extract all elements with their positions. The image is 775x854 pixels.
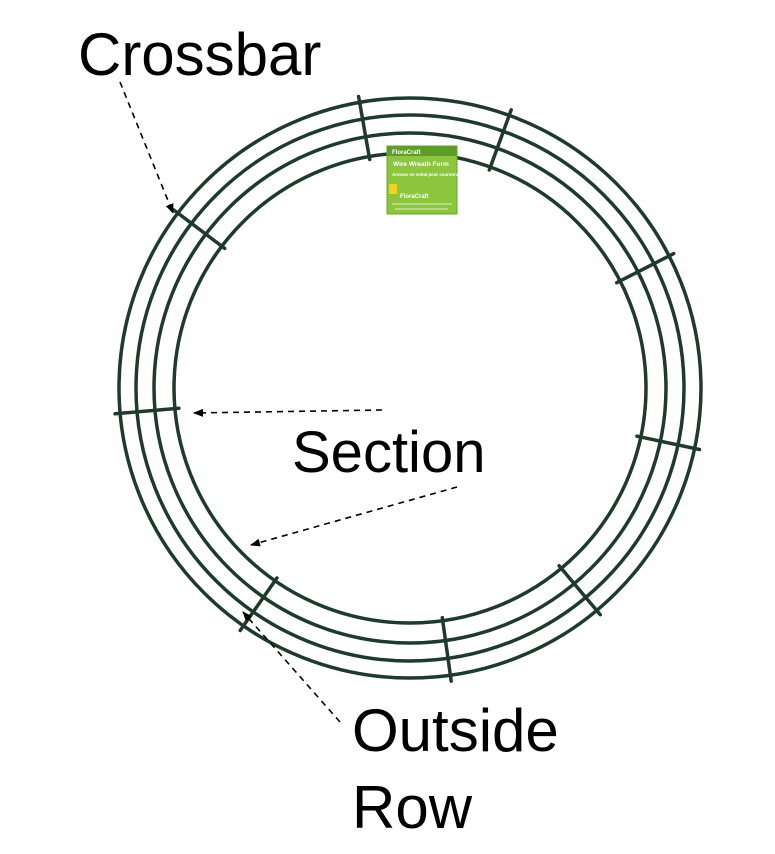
- crossbar-arrow: [119, 81, 174, 214]
- tag-header: [387, 146, 457, 156]
- crossbar-4: [635, 434, 702, 452]
- tag-flower-icon: [389, 184, 397, 194]
- section-arrow-upper: [193, 408, 383, 417]
- ring-second: [134, 113, 686, 663]
- tag-title-fr: Anneau en métal pour couronne: [392, 172, 460, 177]
- outside-row-arrow: [242, 611, 341, 723]
- tag-title: Wire Wreath Form: [393, 161, 449, 168]
- ring-third: [152, 131, 668, 645]
- crossbars: [113, 94, 702, 683]
- tag-brand: FloraCraft: [392, 150, 421, 156]
- ring-outside: [117, 96, 703, 680]
- crossbar-label: Crossbar: [78, 21, 322, 88]
- crossbar-7: [238, 576, 279, 633]
- pointer-arrows: [119, 81, 458, 723]
- crossbar-9: [171, 208, 227, 251]
- section-arrow-lower: [250, 486, 458, 547]
- outside-row-label-line1: Outside: [352, 697, 559, 764]
- tag-brand-big: FloraCraft: [400, 194, 429, 200]
- crossbar-3: [614, 251, 676, 285]
- crossbar-2: [487, 108, 513, 172]
- ring-inside: [172, 151, 648, 625]
- wire-rings: [117, 96, 703, 680]
- crossbar-6: [440, 615, 453, 683]
- crossbar-8: [113, 406, 181, 416]
- tag-card: [386, 145, 458, 215]
- crossbar-1: [356, 94, 372, 162]
- section-label: Section: [292, 420, 486, 485]
- crossbar-5: [557, 563, 603, 617]
- outside-row-label-line2: Row: [352, 774, 473, 841]
- product-tag: FloraCraft Wire Wreath Form Anneau en mé…: [386, 145, 460, 215]
